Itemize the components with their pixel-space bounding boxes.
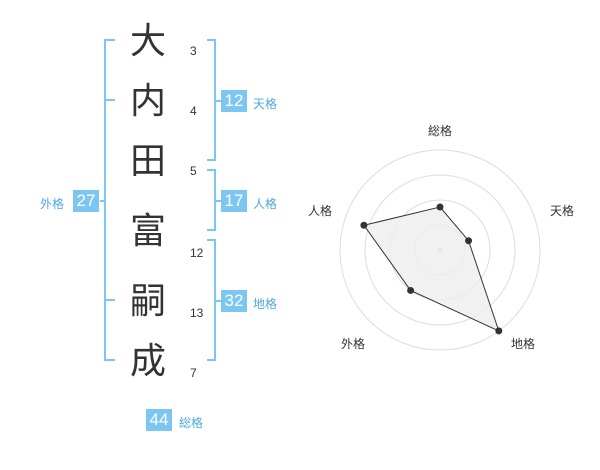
tenkaku-label: 天格 (253, 97, 278, 111)
radar-point-5 (360, 221, 368, 229)
name-char-2: 内 (129, 81, 166, 122)
jinkaku-label: 人格 (253, 197, 278, 211)
name-char-3: 田 (129, 141, 166, 182)
name-char-5: 嗣 (129, 281, 166, 322)
stroke-count-2: 4 (190, 104, 197, 118)
radar-label-tenkaku: 天格 (550, 204, 575, 218)
radar-polygon (363, 206, 500, 332)
radar-ring (339, 149, 541, 351)
stroke-count-4: 12 (190, 246, 204, 260)
radar-point-2 (465, 237, 473, 245)
radar-label-jinkaku: 人格 (308, 204, 333, 218)
gaikaku-label: 外格 (40, 197, 65, 211)
chikaku-label: 地格 (253, 297, 278, 311)
radar-point-4 (407, 286, 415, 294)
chikaku-value: 32 (221, 290, 247, 312)
soukaku-value: 44 (146, 409, 172, 431)
radar-label-chikaku: 地格 (511, 337, 536, 351)
stroke-count-1: 3 (190, 44, 197, 58)
stroke-count-6: 7 (190, 366, 197, 380)
name-char-4: 富 (129, 211, 166, 252)
soukaku-label: 総格 (179, 416, 204, 430)
radar-label-soukaku: 総格 (428, 124, 453, 138)
tenkaku-value: 12 (221, 90, 247, 112)
name-char-6: 成 (129, 341, 166, 382)
radar-label-gaikaku: 外格 (341, 337, 366, 351)
name-char-1: 大 (129, 21, 166, 62)
stroke-count-5: 13 (190, 306, 204, 320)
radar-point-1 (436, 203, 444, 211)
stroke-count-3: 5 (190, 164, 197, 178)
gaikaku-value: 27 (73, 190, 99, 212)
jinkaku-value: 17 (221, 190, 247, 212)
radar-ring (364, 174, 516, 326)
radar-point-3 (495, 327, 503, 335)
